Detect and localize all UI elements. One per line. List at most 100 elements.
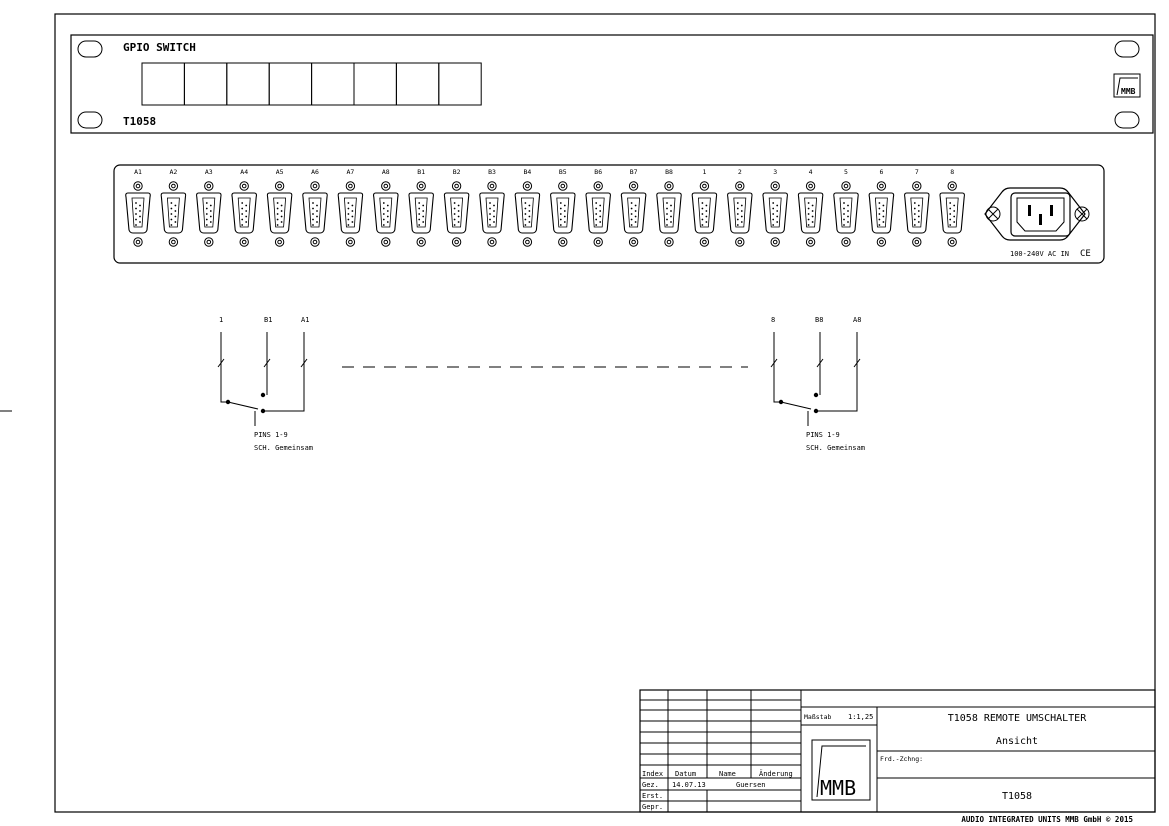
connector-pin (276, 202, 279, 204)
connector-pin (595, 207, 598, 210)
front-panel: GPIO SWITCH T1058 MMB (70, 34, 1154, 134)
front-button-row (141, 62, 482, 106)
connector-pin (276, 207, 279, 210)
connector-pin (241, 218, 244, 221)
sub-d-connector: A6 (302, 168, 328, 247)
connector-screw-hole (277, 239, 282, 245)
connector-screw-top (522, 181, 533, 191)
connector-screw-hole (348, 239, 353, 245)
front-button-window-4 (268, 62, 313, 106)
connector-pin (386, 210, 389, 212)
connector-pin (382, 218, 385, 221)
connector-pin (630, 218, 633, 221)
connector-pin (953, 221, 956, 223)
connector-pin (913, 218, 916, 221)
connector-pin (139, 210, 141, 212)
schematic-right-label-1: 8 (771, 316, 775, 324)
connector-insert (202, 197, 216, 228)
connector-pin (489, 218, 491, 221)
connector-pin (843, 224, 845, 226)
connector-pin (457, 215, 460, 218)
connector-pin (776, 210, 779, 212)
connector-screw-hole (135, 183, 141, 189)
connector-pin (209, 204, 212, 207)
connector-pin (347, 207, 350, 210)
connector-insert (768, 197, 782, 228)
connector-screw-top (204, 181, 214, 191)
connector-screw-bottom (168, 237, 179, 247)
connector-pin (280, 204, 283, 207)
connector-pin (772, 207, 775, 210)
sub-d-connector: B3 (479, 168, 505, 247)
schematic-right-ticks (770, 358, 861, 368)
connector-pin (457, 210, 460, 212)
connector-pin (386, 221, 389, 223)
connector-pin (489, 202, 491, 204)
connector-pin (847, 221, 849, 223)
iec-screw-right (1074, 206, 1090, 222)
connector-screw-top (735, 181, 745, 191)
connector-label: B2 (453, 168, 461, 176)
connector-insert (308, 197, 322, 228)
connector-label: A2 (169, 168, 177, 176)
connector-shell (797, 192, 824, 234)
connector-pin (670, 210, 672, 212)
connector-pin (599, 215, 602, 218)
connector-pin (807, 213, 810, 215)
connector-screw-hole (418, 239, 424, 245)
connector-screw-hole (772, 239, 778, 245)
connector-shell (514, 192, 541, 234)
connector-pin (528, 204, 531, 207)
connector-insert (910, 197, 924, 228)
connector-pin (917, 221, 920, 223)
connector-pin (524, 224, 527, 226)
connector-pin (599, 210, 602, 212)
connector-screw-bottom (876, 237, 887, 247)
connector-shell (266, 192, 293, 234)
connector-label: B1 (417, 168, 425, 176)
connector-pin (418, 202, 421, 204)
connector-pin (953, 215, 956, 218)
connector-pin (135, 218, 137, 221)
connector-pin (670, 204, 672, 207)
connector-pin (949, 202, 952, 204)
connector-screw-hole (879, 183, 884, 189)
connector-pin (811, 221, 814, 223)
row-gepr-label: Gepr. (642, 803, 663, 811)
connector-pin (882, 221, 885, 223)
connector-pin (174, 204, 177, 207)
schematic-right-switch-arm (780, 401, 812, 410)
connector-screw-hole (914, 183, 920, 189)
connector-pin (670, 215, 672, 218)
connector-screw-top (664, 181, 674, 191)
iec-screw-left (985, 206, 1001, 222)
title-logo-swoosh (816, 745, 866, 798)
connector-pin (489, 213, 491, 215)
front-button-window-8 (438, 62, 482, 106)
sub-d-connector: B1 (408, 168, 434, 247)
connector-screw-bottom (841, 237, 851, 247)
power-label: 100-240V AC IN (1010, 250, 1069, 258)
schematic-right-note-1: PINS 1-9 (806, 431, 840, 439)
connector-pin (241, 213, 244, 215)
connector-screw-hole (525, 183, 530, 189)
connector-pin (599, 204, 602, 207)
connector-screw-bottom (310, 237, 320, 247)
connector-pin (953, 210, 956, 212)
header-name: Name (719, 770, 736, 778)
connector-screw-bottom (133, 237, 143, 247)
connector-insert (804, 197, 818, 228)
connector-insert (237, 197, 251, 228)
connector-screw-hole (737, 239, 743, 245)
connector-screw-hole (135, 239, 141, 245)
drawing-id: T1058 (1002, 791, 1032, 802)
connector-pin (705, 215, 708, 218)
connector-screw-bottom (274, 237, 285, 247)
connector-screw-hole (949, 239, 955, 245)
connector-insert (520, 197, 534, 228)
header-datum: Datum (675, 770, 696, 778)
connector-label: 2 (738, 168, 742, 176)
connector-pin (528, 221, 531, 223)
connector-screw-hole (241, 183, 247, 189)
connector-label: 4 (809, 168, 813, 176)
